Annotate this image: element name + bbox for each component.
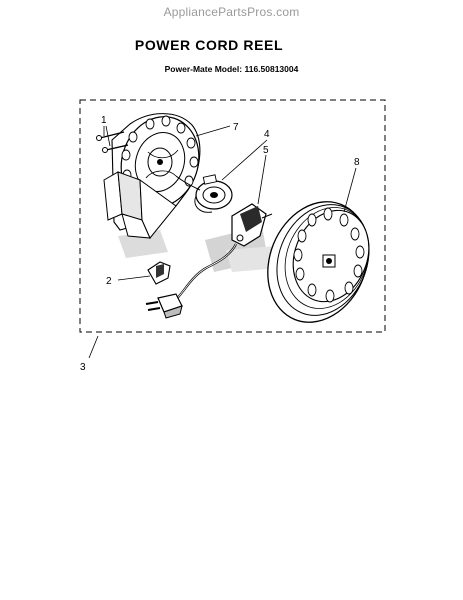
mounting-screws <box>96 131 129 153</box>
cord-clip <box>147 261 171 285</box>
assembly-boundary <box>79 99 386 333</box>
brush-holder <box>231 203 273 247</box>
diagram-title: POWER CORD REEL <box>134 37 284 53</box>
callout-4: 4 <box>264 129 270 140</box>
callout-1: 1 <box>101 115 107 126</box>
watermark-text: AppliancePartsPros.com <box>163 5 300 19</box>
contact-ring <box>194 174 233 213</box>
callout-7: 7 <box>233 122 239 133</box>
callout-3: 3 <box>80 362 86 373</box>
internal-wire <box>175 175 201 191</box>
callout-2: 2 <box>106 276 112 287</box>
callout-8: 8 <box>354 157 360 168</box>
leader-lines <box>88 125 357 359</box>
plug <box>145 293 183 319</box>
cord-reel-drum <box>267 201 370 323</box>
bracket-shadow <box>118 230 168 258</box>
mounting-bracket <box>103 171 177 239</box>
callout-5: 5 <box>263 145 269 156</box>
model-subtitle: Power-Mate Model: 116.50813004 <box>164 64 299 74</box>
